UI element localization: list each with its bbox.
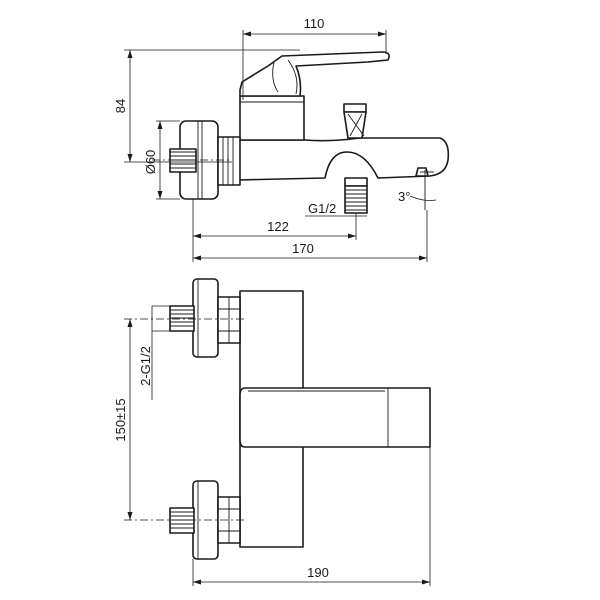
dim-spout-reach: 122 [267, 219, 289, 234]
angle-arc [409, 195, 437, 201]
handle-lever [239, 51, 390, 97]
diverter-knob [343, 103, 367, 139]
front-view [124, 278, 431, 560]
spout-aerator [415, 167, 429, 177]
upper-connector [217, 296, 241, 344]
dim-angle: 3° [398, 189, 410, 204]
front-spout [239, 387, 431, 448]
side-view [152, 51, 450, 214]
dim-centers: 150±15 [113, 398, 128, 441]
dim-diameter: Ø60 [143, 150, 158, 175]
dim-total-depth: 170 [292, 241, 314, 256]
dim-height: 84 [113, 99, 128, 113]
lower-inlet-thread [169, 507, 195, 534]
side-inlet-thread [169, 148, 197, 173]
dim-inlet-threads: 2-G1/2 [138, 346, 153, 386]
side-view-dimensions: 110 84 Ø60 G1/2 3° 122 170 [113, 16, 428, 262]
front-view-dimensions: 2-G1/2 150±15 190 [113, 305, 431, 586]
cartridge-body [239, 95, 305, 141]
dim-top-width: 110 [304, 16, 325, 31]
shower-outlet-thread [344, 177, 368, 214]
eccentric-connector [217, 136, 241, 186]
dim-total-width: 190 [307, 565, 329, 580]
upper-flange [192, 278, 219, 358]
upper-inlet-thread [169, 305, 195, 332]
dim-outlet-thread: G1/2 [308, 201, 336, 216]
